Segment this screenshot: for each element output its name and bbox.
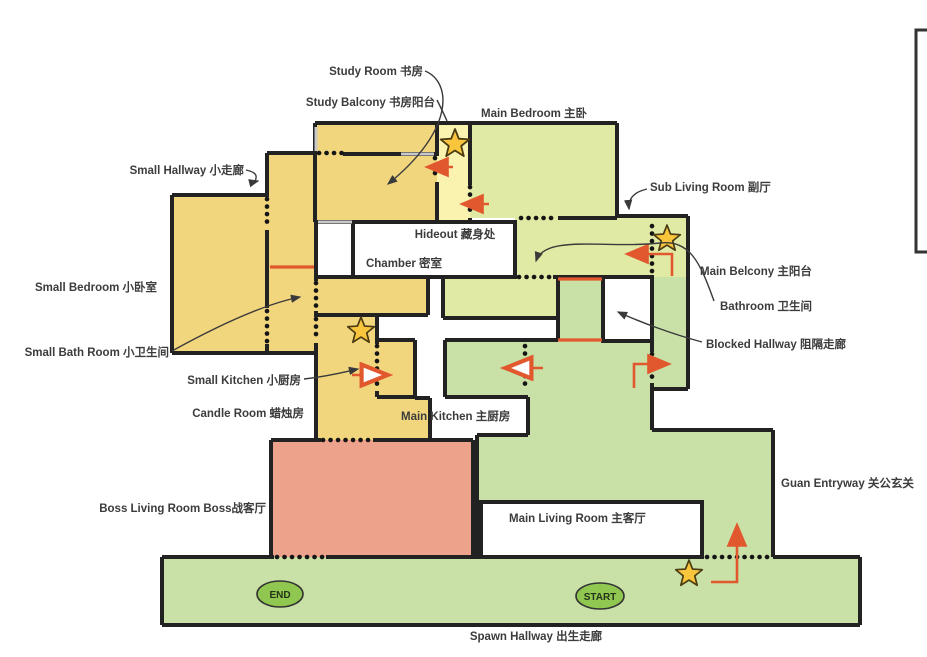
start-marker	[575, 582, 625, 610]
label-guan-entryway: Guan Entryway 关公玄关	[781, 476, 914, 490]
label-candle-room: Candle Room 蜡烛房	[192, 406, 304, 420]
star-icon	[346, 316, 376, 344]
stars	[346, 128, 704, 587]
leader-bathroom	[534, 242, 715, 302]
start-marker-label: START	[584, 592, 617, 603]
end-marker	[256, 580, 304, 608]
label-small-hallway: Small Hallway 小走廊	[130, 163, 245, 177]
label-main-living: Main Living Room 主客厅	[509, 511, 646, 525]
label-spawn-hallway: Spawn Hallway 出生走廊	[470, 629, 603, 643]
room-hideout-chamber	[351, 220, 517, 279]
room-main-living-label-box	[479, 500, 704, 559]
walls	[160, 121, 862, 627]
room-blocked-hallway	[601, 275, 654, 343]
blocked-red-lines	[270, 265, 602, 342]
label-boss-living: Boss Living Room Boss战客厅	[99, 501, 266, 515]
label-chamber: Chamber 密室	[366, 256, 443, 270]
label-study-balcony: Study Balcony 书房阳台	[306, 95, 435, 109]
leader-lines	[171, 70, 715, 380]
leader-sub-living	[623, 188, 648, 211]
star-icon	[439, 128, 471, 157]
leader-blocked-hallway	[616, 311, 703, 343]
window-segments	[314, 127, 434, 224]
label-sub-living: Sub Living Room 副厅	[650, 180, 771, 194]
route-arrow-spawn-up	[711, 522, 748, 584]
room-study	[315, 123, 437, 222]
label-blocked-hallway: Blocked Hallway 阻隔走廊	[706, 337, 846, 351]
start-end-markers: END START	[256, 580, 625, 610]
white-rooms	[351, 220, 704, 559]
leader-study-balcony	[436, 99, 448, 122]
route-arrow-sub-living	[624, 243, 674, 276]
room-blocked-cell	[558, 277, 603, 341]
label-main-kitchen: Main Kitchen 主厨房	[401, 409, 510, 423]
room-small-bedroom	[172, 153, 317, 353]
room-small-bath	[316, 277, 428, 315]
room-boss-living	[271, 440, 473, 557]
label-small-bath: Small Bath Room 小卫生间	[25, 345, 169, 359]
leader-small-kitchen	[303, 366, 360, 380]
route-arrows	[352, 156, 748, 584]
label-small-kitchen: Small Kitchen 小厨房	[187, 373, 301, 387]
room-bathroom	[443, 277, 558, 318]
star-icon	[674, 559, 704, 587]
label-bathroom: Bathroom 卫生间	[720, 299, 812, 313]
end-marker-label: END	[269, 590, 290, 601]
room-labels: Study Room 书房 Study Balcony 书房阳台 Main Be…	[25, 64, 915, 643]
leader-study-room	[386, 70, 444, 185]
legend-box	[914, 28, 927, 254]
leader-small-bath	[171, 294, 302, 352]
label-study-room: Study Room 书房	[329, 64, 423, 78]
label-hideout: Hideout 藏身处	[415, 227, 496, 241]
leader-small-hallway	[245, 169, 260, 188]
label-small-bedroom: Small Bedroom 小卧室	[35, 280, 158, 294]
label-main-balcony: Main Belcony 主阳台	[700, 264, 812, 278]
room-main-bedroom	[470, 123, 617, 218]
label-main-bedroom: Main Bedroom 主卧	[481, 106, 588, 120]
route-arrow-balcony-down	[632, 353, 672, 388]
star-icon	[652, 224, 682, 252]
